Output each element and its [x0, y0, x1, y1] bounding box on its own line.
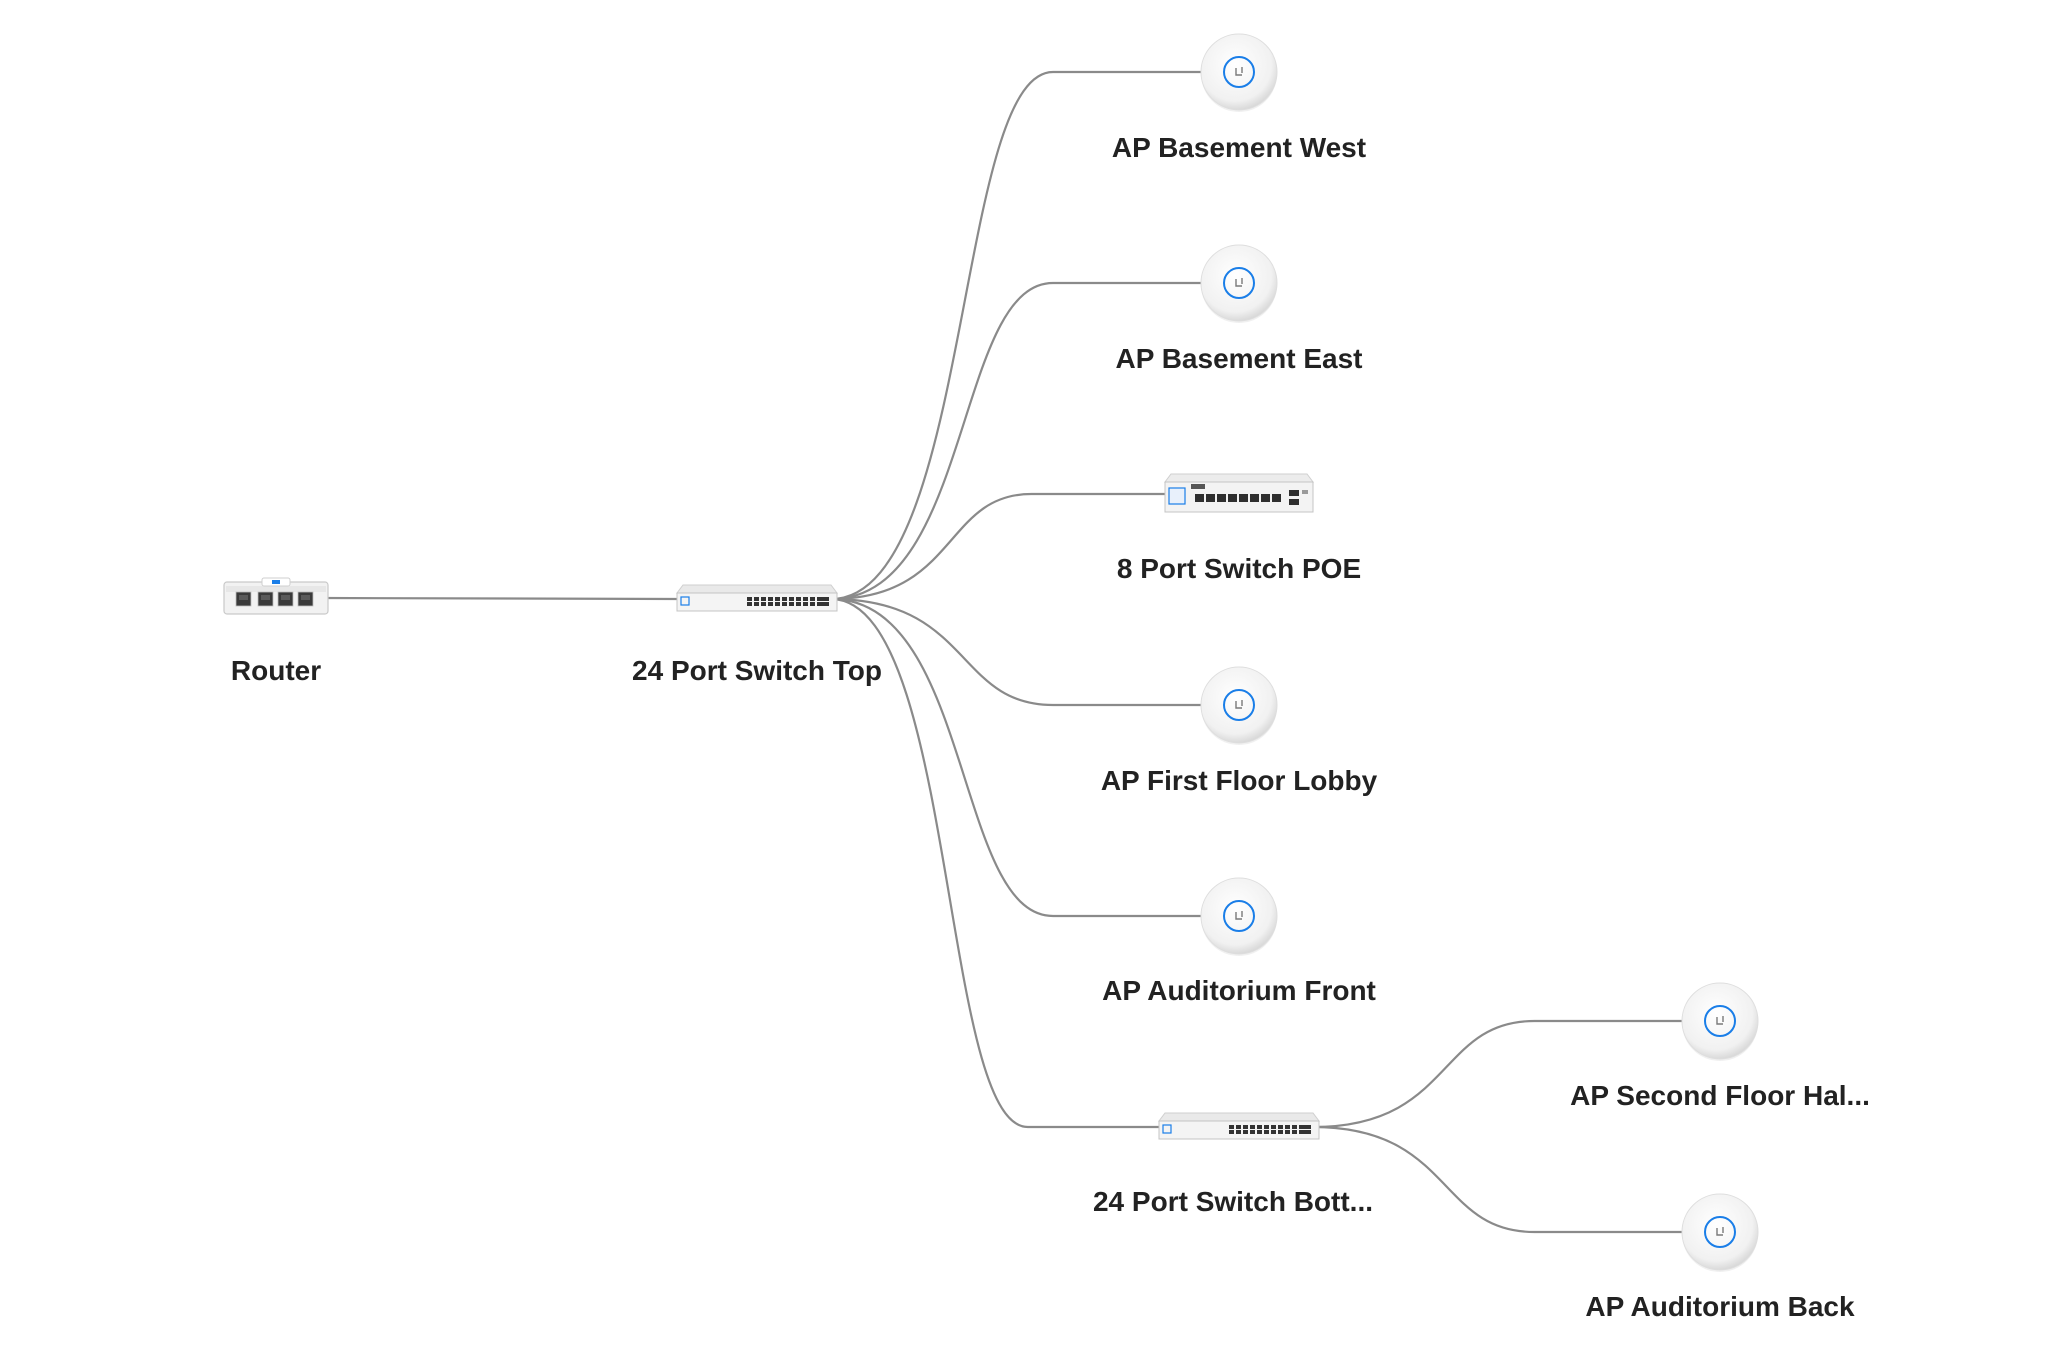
- device-label[interactable]: Router: [231, 655, 321, 686]
- device-label[interactable]: AP Auditorium Front: [1102, 975, 1376, 1006]
- link-sw24top-to-ap-be: [830, 281, 1201, 601]
- link-sw24bot-to-ap-ab: [1312, 1125, 1682, 1234]
- device-node-sw8poe[interactable]: 8 Port Switch POE: [1117, 473, 1361, 584]
- router-icon[interactable]: [223, 577, 329, 615]
- device-node-sw24bot[interactable]: 24 Port Switch Bott...: [1093, 1112, 1373, 1217]
- access-point-icon[interactable]: [1200, 33, 1278, 112]
- link-sw24top-to-ap-bw: [830, 70, 1201, 601]
- device-label[interactable]: AP First Floor Lobby: [1101, 765, 1378, 796]
- device-node-ap-bw[interactable]: AP Basement West: [1112, 33, 1366, 163]
- device-label[interactable]: AP Basement West: [1112, 132, 1366, 163]
- device-label[interactable]: 24 Port Switch Top: [632, 655, 882, 686]
- link-sw24bot-to-ap-sfh: [1312, 1019, 1682, 1129]
- device-label[interactable]: AP Second Floor Hal...: [1570, 1080, 1870, 1111]
- link-sw24top-to-ap-af: [830, 597, 1201, 918]
- access-point-icon[interactable]: [1681, 982, 1759, 1061]
- switch-24-port-icon[interactable]: [676, 584, 838, 612]
- device-label[interactable]: 8 Port Switch POE: [1117, 553, 1361, 584]
- switch-8-port-icon[interactable]: [1164, 473, 1314, 513]
- access-point-icon[interactable]: [1681, 1193, 1759, 1272]
- link-sw24top-to-ap-ffl: [830, 597, 1201, 707]
- link-router-to-sw24top: [321, 596, 678, 601]
- link-sw24top-to-sw24bot: [830, 597, 1159, 1129]
- switch-24-port-icon[interactable]: [1158, 1112, 1320, 1140]
- device-label[interactable]: AP Basement East: [1116, 343, 1363, 374]
- device-node-ap-ab[interactable]: AP Auditorium Back: [1585, 1193, 1855, 1322]
- device-label[interactable]: 24 Port Switch Bott...: [1093, 1186, 1373, 1217]
- access-point-icon[interactable]: [1200, 666, 1278, 745]
- access-point-icon[interactable]: [1200, 877, 1278, 956]
- device-node-sw24top[interactable]: 24 Port Switch Top: [632, 584, 882, 686]
- link-sw24top-to-sw8poe: [830, 492, 1165, 601]
- device-node-ap-sfh[interactable]: AP Second Floor Hal...: [1570, 982, 1870, 1111]
- device-node-ap-ffl[interactable]: AP First Floor Lobby: [1101, 666, 1378, 796]
- access-point-icon[interactable]: [1200, 244, 1278, 323]
- device-node-ap-af[interactable]: AP Auditorium Front: [1102, 877, 1376, 1006]
- links-layer: [321, 70, 1682, 1234]
- device-node-ap-be[interactable]: AP Basement East: [1116, 244, 1363, 374]
- device-label[interactable]: AP Auditorium Back: [1585, 1291, 1855, 1322]
- device-node-router[interactable]: Router: [223, 577, 329, 686]
- nodes-layer: Router 24 Port Switch Top AP Basement West…: [223, 33, 1870, 1322]
